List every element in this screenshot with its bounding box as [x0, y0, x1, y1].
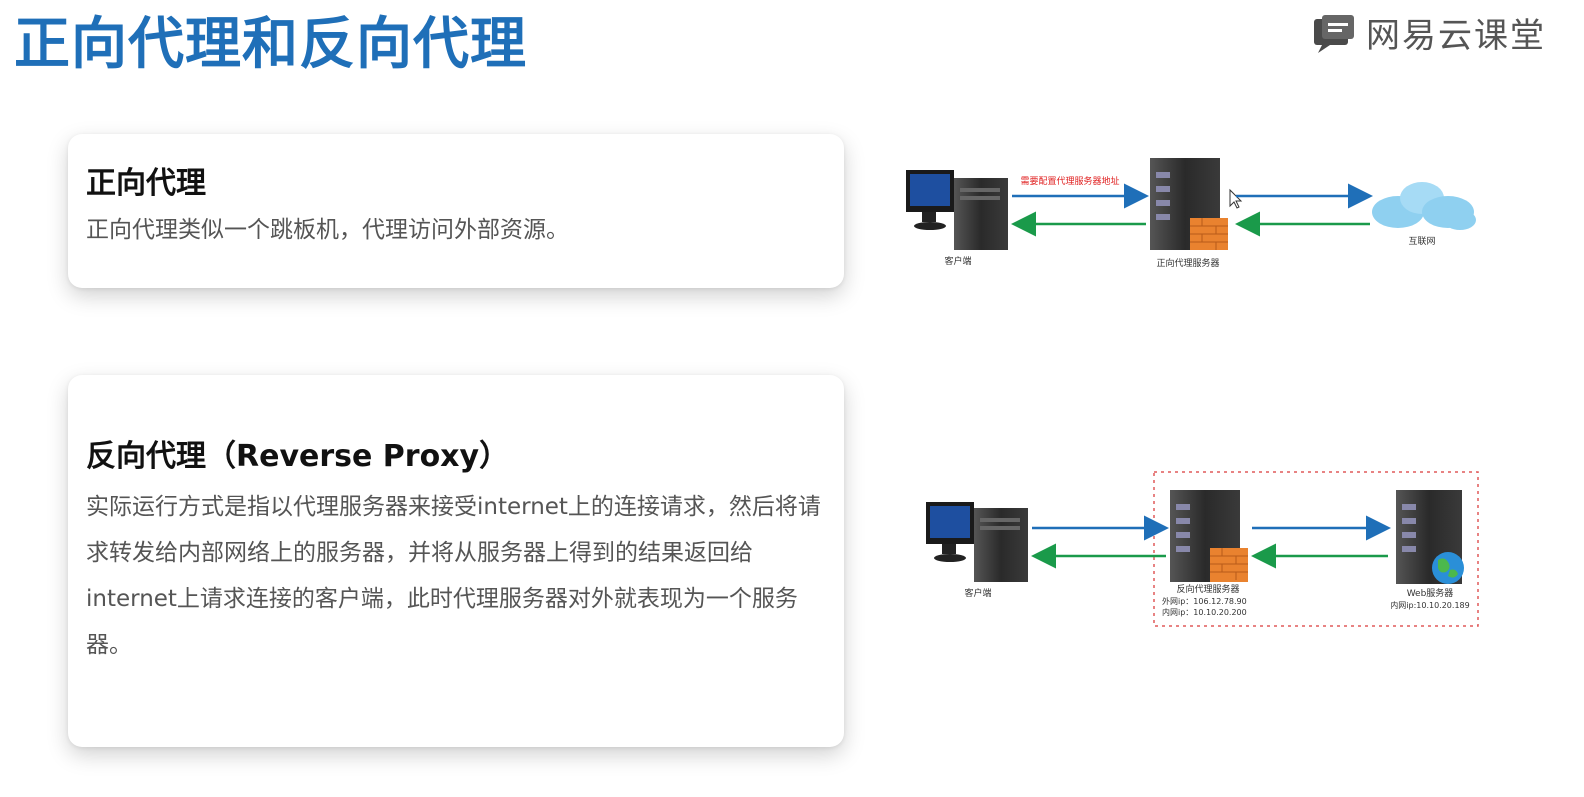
internet-cloud-icon — [1372, 182, 1476, 230]
rev-client-label: 客户端 — [964, 587, 991, 599]
fwd-internet-label: 互联网 — [1408, 236, 1435, 247]
client-computer-icon — [906, 170, 1008, 250]
fwd-client-label: 客户端 — [944, 255, 971, 267]
reverse-proxy-description: 实际运行方式是指以代理服务器来接受internet上的连接请求，然后将请求转发给… — [86, 494, 821, 658]
forward-proxy-heading: 正向代理 — [86, 166, 206, 201]
reverse-proxy-heading: 反向代理（Reverse Proxy） — [86, 439, 510, 474]
forward-proxy-server-icon — [1150, 158, 1228, 250]
forward-proxy-card: 正向代理 正向代理类似一个跳板机，代理访问外部资源。 — [68, 134, 844, 288]
page-title: 正向代理和反向代理 — [14, 12, 527, 77]
chat-bubble-icon — [1314, 14, 1354, 53]
forward-proxy-diagram: 客户端 需要配置代理服务器地址 正向代理服务器 互联网 — [906, 158, 1476, 269]
client-computer-icon — [926, 502, 1028, 582]
internal-network-boundary — [1153, 471, 1479, 627]
forward-proxy-description: 正向代理类似一个跳板机，代理访问外部资源。 — [86, 217, 569, 243]
fwd-proxy-label: 正向代理服务器 — [1156, 257, 1219, 269]
rev-web-ip: 内网ip:10.10.20.189 — [1390, 600, 1469, 610]
reverse-proxy-card: 反向代理（Reverse Proxy） 实际运行方式是指以代理服务器来接受int… — [68, 375, 844, 747]
rev-web-label: Web服务器 — [1407, 587, 1454, 599]
reverse-proxy-server-icon — [1170, 490, 1248, 582]
rev-proxy-internal-ip: 内网ip：10.10.20.200 — [1162, 607, 1247, 617]
reverse-proxy-diagram: 客户端 反向代理服务器 外网ip：106.12.78.90 内网ip：10.10… — [926, 471, 1479, 627]
rev-proxy-external-ip: 外网ip：106.12.78.90 — [1162, 596, 1247, 606]
web-server-icon — [1396, 490, 1464, 584]
rev-proxy-label: 反向代理服务器 — [1176, 583, 1239, 595]
cursor-icon — [1229, 188, 1243, 209]
fwd-note-label: 需要配置代理服务器地址 — [1020, 175, 1119, 187]
brand-name: 网易云课堂 — [1366, 16, 1546, 56]
brand-logo: 网易云课堂 — [1312, 8, 1546, 57]
